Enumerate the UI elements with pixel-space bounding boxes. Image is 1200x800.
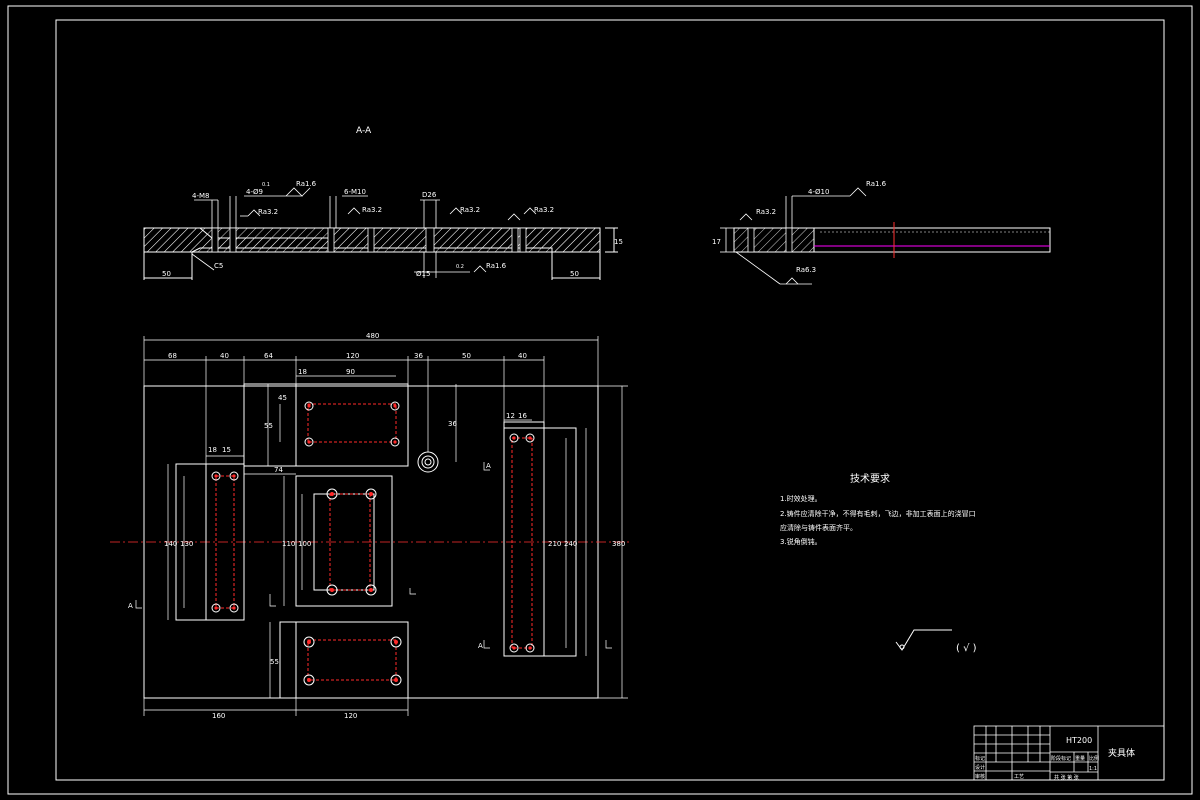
tb-header-2: 比例 — [1089, 755, 1099, 762]
tb-row-label-3: 工艺 — [1014, 774, 1024, 780]
callout-ra16-a: Ra1.6 — [296, 180, 317, 188]
dim-18b: 18 — [208, 446, 217, 454]
mount-holes — [211, 401, 535, 686]
tb-header-1: 重量 — [1075, 755, 1085, 762]
callout-6-m10: 6-M10 — [344, 188, 366, 196]
sec-marker-a: A — [486, 462, 491, 470]
section-view: A-A — [143, 126, 623, 280]
dim-240: 240 — [564, 540, 577, 548]
callout-4-m8: 4-M8 — [192, 192, 209, 200]
tech-req-title: 技术要求 — [850, 472, 890, 485]
tb-row-label-2: 审核 — [975, 773, 985, 780]
dim-36: 36 — [448, 420, 457, 428]
dim-45: 45 — [278, 394, 287, 402]
dim-90: 90 — [346, 368, 355, 376]
callout-ra16-b: Ra1.6 — [486, 262, 507, 270]
side-hatched-end — [733, 227, 815, 253]
dim-16: 16 — [518, 412, 527, 420]
dim-210: 210 — [548, 540, 561, 548]
dim-chain-2: 64 — [264, 352, 273, 360]
side-callout-holes: 4-Ø10 — [808, 188, 829, 196]
title-block-texts: HT200 夹具体 标记 设计 审核 工艺 阶段标记 重量 比例 1:1 共 张… — [975, 736, 1135, 781]
callout-ra32-b: Ra3.2 — [362, 206, 382, 214]
tech-req-item-1: 1.时效处理。 — [780, 494, 822, 503]
dim-15: 15 — [222, 446, 231, 454]
dim-12: 12 — [506, 412, 515, 420]
callout-ra32-a: Ra3.2 — [258, 208, 278, 216]
dim-left-step: 50 — [162, 270, 171, 278]
callout-phi15: Ø15 — [416, 270, 430, 278]
slot-right — [503, 421, 545, 657]
dim-chain-4: 36 — [414, 352, 423, 360]
roughness-symbol: ( √ ) — [895, 629, 977, 654]
tb-sheet: 共 张 第 张 — [1054, 774, 1079, 781]
dim-right-step: 50 — [570, 270, 579, 278]
dim-overall-height: 380 — [612, 540, 625, 548]
inner-border — [55, 19, 1165, 781]
side-callout-ra63: Ra6.3 — [796, 266, 816, 274]
dim-100: 100 — [298, 540, 311, 548]
dim-130: 130 — [180, 540, 193, 548]
roughness-text: ( √ ) — [956, 643, 977, 654]
dim-chain-5: 50 — [462, 352, 471, 360]
outer-border — [7, 5, 1193, 795]
dim-140: 140 — [164, 540, 177, 548]
title-block — [973, 725, 1165, 781]
tech-req-item-2: 2.铸件应清除干净，不得有毛刺，飞边，非加工表面上的浇冒口 — [780, 509, 976, 518]
tb-row-label-1: 设计 — [975, 764, 985, 771]
dim-bottom-160: 160 — [212, 712, 225, 720]
tech-req-item-3: 应清除与铸件表面齐平。 — [780, 523, 857, 532]
sec-marker-a-bottom: A — [478, 642, 483, 650]
side-thickness: 17 — [712, 238, 721, 246]
callout-ra32-d: Ra3.2 — [534, 206, 554, 214]
dim-bottom-120: 120 — [344, 712, 357, 720]
mount-hole-centers — [214, 404, 532, 682]
material: HT200 — [1066, 736, 1092, 745]
callout-d26: D26 — [422, 191, 437, 199]
section-callouts: 4-M8 4-Ø9 Ra1.6 Ra3.2 6-M10 Ra3.2 D26 Ra… — [162, 180, 623, 278]
side-callout-ra32: Ra3.2 — [756, 208, 776, 216]
dim-overall-width: 480 — [366, 332, 379, 340]
tb-scale: 1:1 — [1089, 766, 1097, 772]
dim-chain-6: 40 — [518, 352, 527, 360]
dim-18a: 18 — [298, 368, 307, 376]
side-body — [813, 227, 1051, 253]
sec-marker-a-left: A — [128, 602, 133, 610]
dim-110: 110 — [282, 540, 295, 548]
dim-chain-3: 120 — [346, 352, 359, 360]
callout-c5: C5 — [214, 262, 223, 270]
center-bore — [417, 451, 439, 473]
side-callout-ra16: Ra1.6 — [866, 180, 887, 188]
callout-4-phi9: 4-Ø9 — [246, 188, 263, 196]
tech-req-item-4: 3.锐角倒钝。 — [780, 537, 822, 546]
part-name: 夹具体 — [1108, 747, 1135, 759]
dim-chain-0: 68 — [168, 352, 177, 360]
plan-dimension-lines — [143, 336, 628, 716]
tol-02: 0.2 — [456, 264, 464, 270]
section-holes — [211, 227, 527, 253]
pocket-bottom — [279, 621, 409, 699]
plan-dim-texts: 480 68 40 64 120 36 50 40 18 90 12 16 18… — [128, 332, 625, 720]
callout-ra32-c: Ra3.2 — [460, 206, 480, 214]
dim-55b: 55 — [270, 658, 279, 666]
pocket-center — [295, 475, 393, 607]
technical-requirements: 技术要求 1.时效处理。 2.铸件应清除干净，不得有毛刺，飞边，非加工表面上的浇… — [780, 472, 976, 546]
dim-thickness: 15 — [614, 238, 623, 246]
tb-row-label-0: 标记 — [975, 755, 985, 762]
section-label: A-A — [356, 126, 372, 136]
side-callouts: 4-Ø10 Ra1.6 Ra3.2 Ra6.3 17 — [712, 180, 887, 274]
dim-55: 55 — [264, 422, 273, 430]
dim-74: 74 — [274, 466, 283, 474]
side-view: 4-Ø10 Ra1.6 Ra3.2 Ra6.3 17 — [712, 180, 1051, 285]
tol-01: 0.1 — [262, 182, 270, 188]
tb-header-0: 阶段标记 — [1051, 755, 1071, 762]
plan-view: 480 68 40 64 120 36 50 40 18 90 12 16 18… — [110, 332, 630, 720]
dim-chain-1: 40 — [220, 352, 229, 360]
